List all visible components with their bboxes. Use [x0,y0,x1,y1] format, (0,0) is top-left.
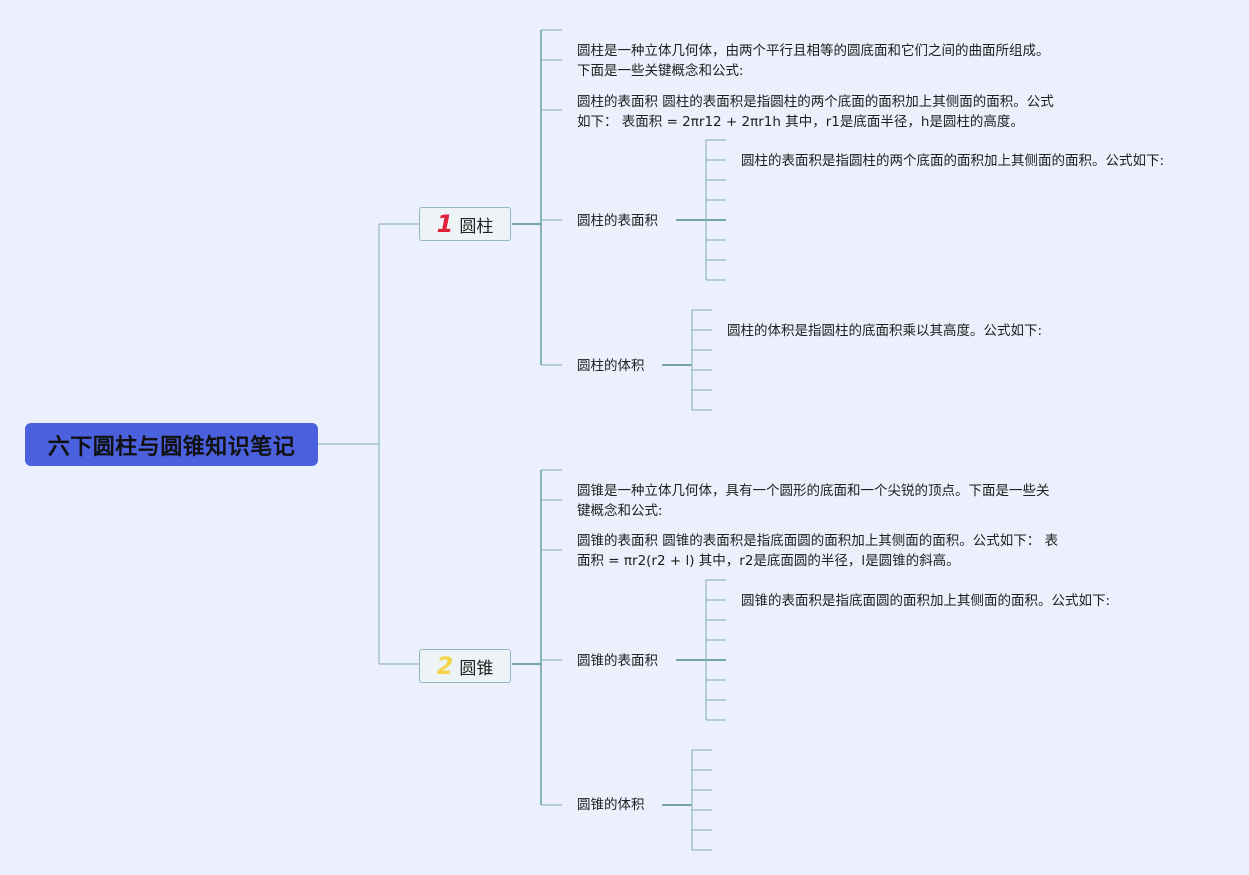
root-title: 六下圆柱与圆锥知识笔记 [47,434,296,460]
cyl-surface-ticks [706,139,726,281]
cylinder-surface-summary-line2: 如下： 表面积 = 2πr12 + 2πr1h 其中，r1是底面半径，h是圆柱的… [577,114,1024,130]
root-node[interactable]: 六下圆柱与圆锥知识笔记 [25,423,318,466]
cylinder-volume-title[interactable]: 圆柱的体积 [577,358,645,374]
cylinder-intro-line2: 下面是一些关键概念和公式: [577,63,744,79]
branch-node-cylinder[interactable]: 1 圆柱 [419,207,511,241]
branch-number: 1 [436,210,454,238]
branch-label: 圆锥 [459,658,494,679]
branch-node-cone[interactable]: 2 圆锥 [419,649,511,683]
cylinder-volume-detail: 圆柱的体积是指圆柱的底面积乘以其高度。公式如下: [727,323,1043,339]
cone-surface-ticks [706,579,726,721]
cone-intro-line2: 键概念和公式: [577,503,663,519]
root-connector [318,223,419,665]
cylinder-intro-line1: 圆柱是一种立体几何体，由两个平行且相等的圆底面和它们之间的曲面所组成。 [577,43,1050,59]
cone-surface-detail: 圆锥的表面积是指底面圆的面积加上其侧面的面积。公式如下: [741,593,1111,609]
branch-label: 圆柱 [459,216,494,237]
branch-number: 2 [436,652,454,680]
cone-surface-summary-line2: 面积 = πr2(r2 + l) 其中，r2是底面圆的半径，l是圆锥的斜高。 [577,553,960,569]
branch1-ticks [541,29,562,366]
cylinder-surface-title[interactable]: 圆柱的表面积 [577,213,658,229]
cyl-volume-ticks [692,309,712,411]
cone-surface-summary-line1: 圆锥的表面积 圆锥的表面积是指底面圆的面积加上其侧面的面积。公式如下： 表 [577,533,1059,549]
cone-volume-title[interactable]: 圆锥的体积 [577,797,645,813]
cone-surface-title[interactable]: 圆锥的表面积 [577,653,658,669]
cylinder-surface-summary-line1: 圆柱的表面积 圆柱的表面积是指圆柱的两个底面的面积加上其侧面的面积。公式 [577,94,1054,110]
cone-volume-ticks [692,749,712,851]
branch2-ticks [541,469,562,806]
cylinder-surface-detail: 圆柱的表面积是指圆柱的两个底面的面积加上其侧面的面积。公式如下: [741,153,1165,169]
cone-intro-line1: 圆锥是一种立体几何体，具有一个圆形的底面和一个尖锐的顶点。下面是一些关 [577,483,1050,499]
